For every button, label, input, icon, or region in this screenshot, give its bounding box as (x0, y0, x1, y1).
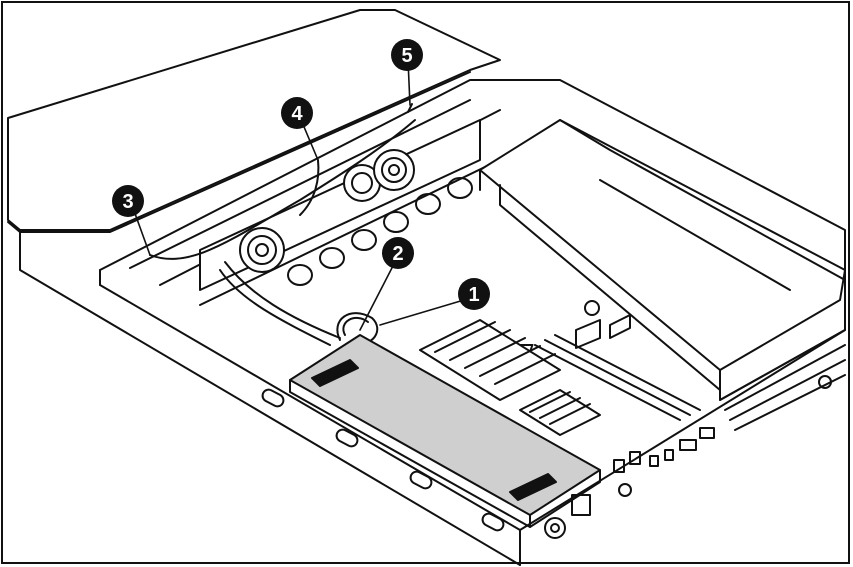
rear-io-ports (613, 375, 832, 497)
front-vent-slots (261, 388, 505, 532)
fan-icon (343, 164, 381, 202)
callout-label: 1 (468, 284, 479, 306)
callout-marker-icon (458, 278, 490, 310)
callout-label: 4 (291, 103, 303, 125)
callout-1: 1 (458, 278, 490, 310)
cable-icon (149, 103, 416, 346)
fan-assembly (199, 119, 481, 291)
rear-grill (719, 329, 846, 431)
power-supply-icon (289, 334, 601, 539)
callout-3: 3 (112, 185, 144, 217)
callout-marker-icon (281, 97, 313, 129)
callout-4: 4 (281, 97, 313, 129)
callout-label: 5 (401, 45, 412, 67)
callout-marker-icon (112, 185, 144, 217)
dimm-slots (534, 334, 701, 421)
callout-label: 2 (392, 243, 403, 265)
riser-cage (479, 119, 846, 401)
callout-label: 3 (122, 191, 133, 213)
heatsink-icon (419, 319, 601, 436)
chassis-top-cover (7, 9, 501, 233)
fan-icon (373, 149, 415, 191)
callout-marker-icon (391, 39, 423, 71)
callout-2: 2 (382, 237, 414, 269)
fan-icon (239, 227, 285, 273)
callout-marker-icon (382, 237, 414, 269)
callout-5: 5 (391, 39, 423, 71)
